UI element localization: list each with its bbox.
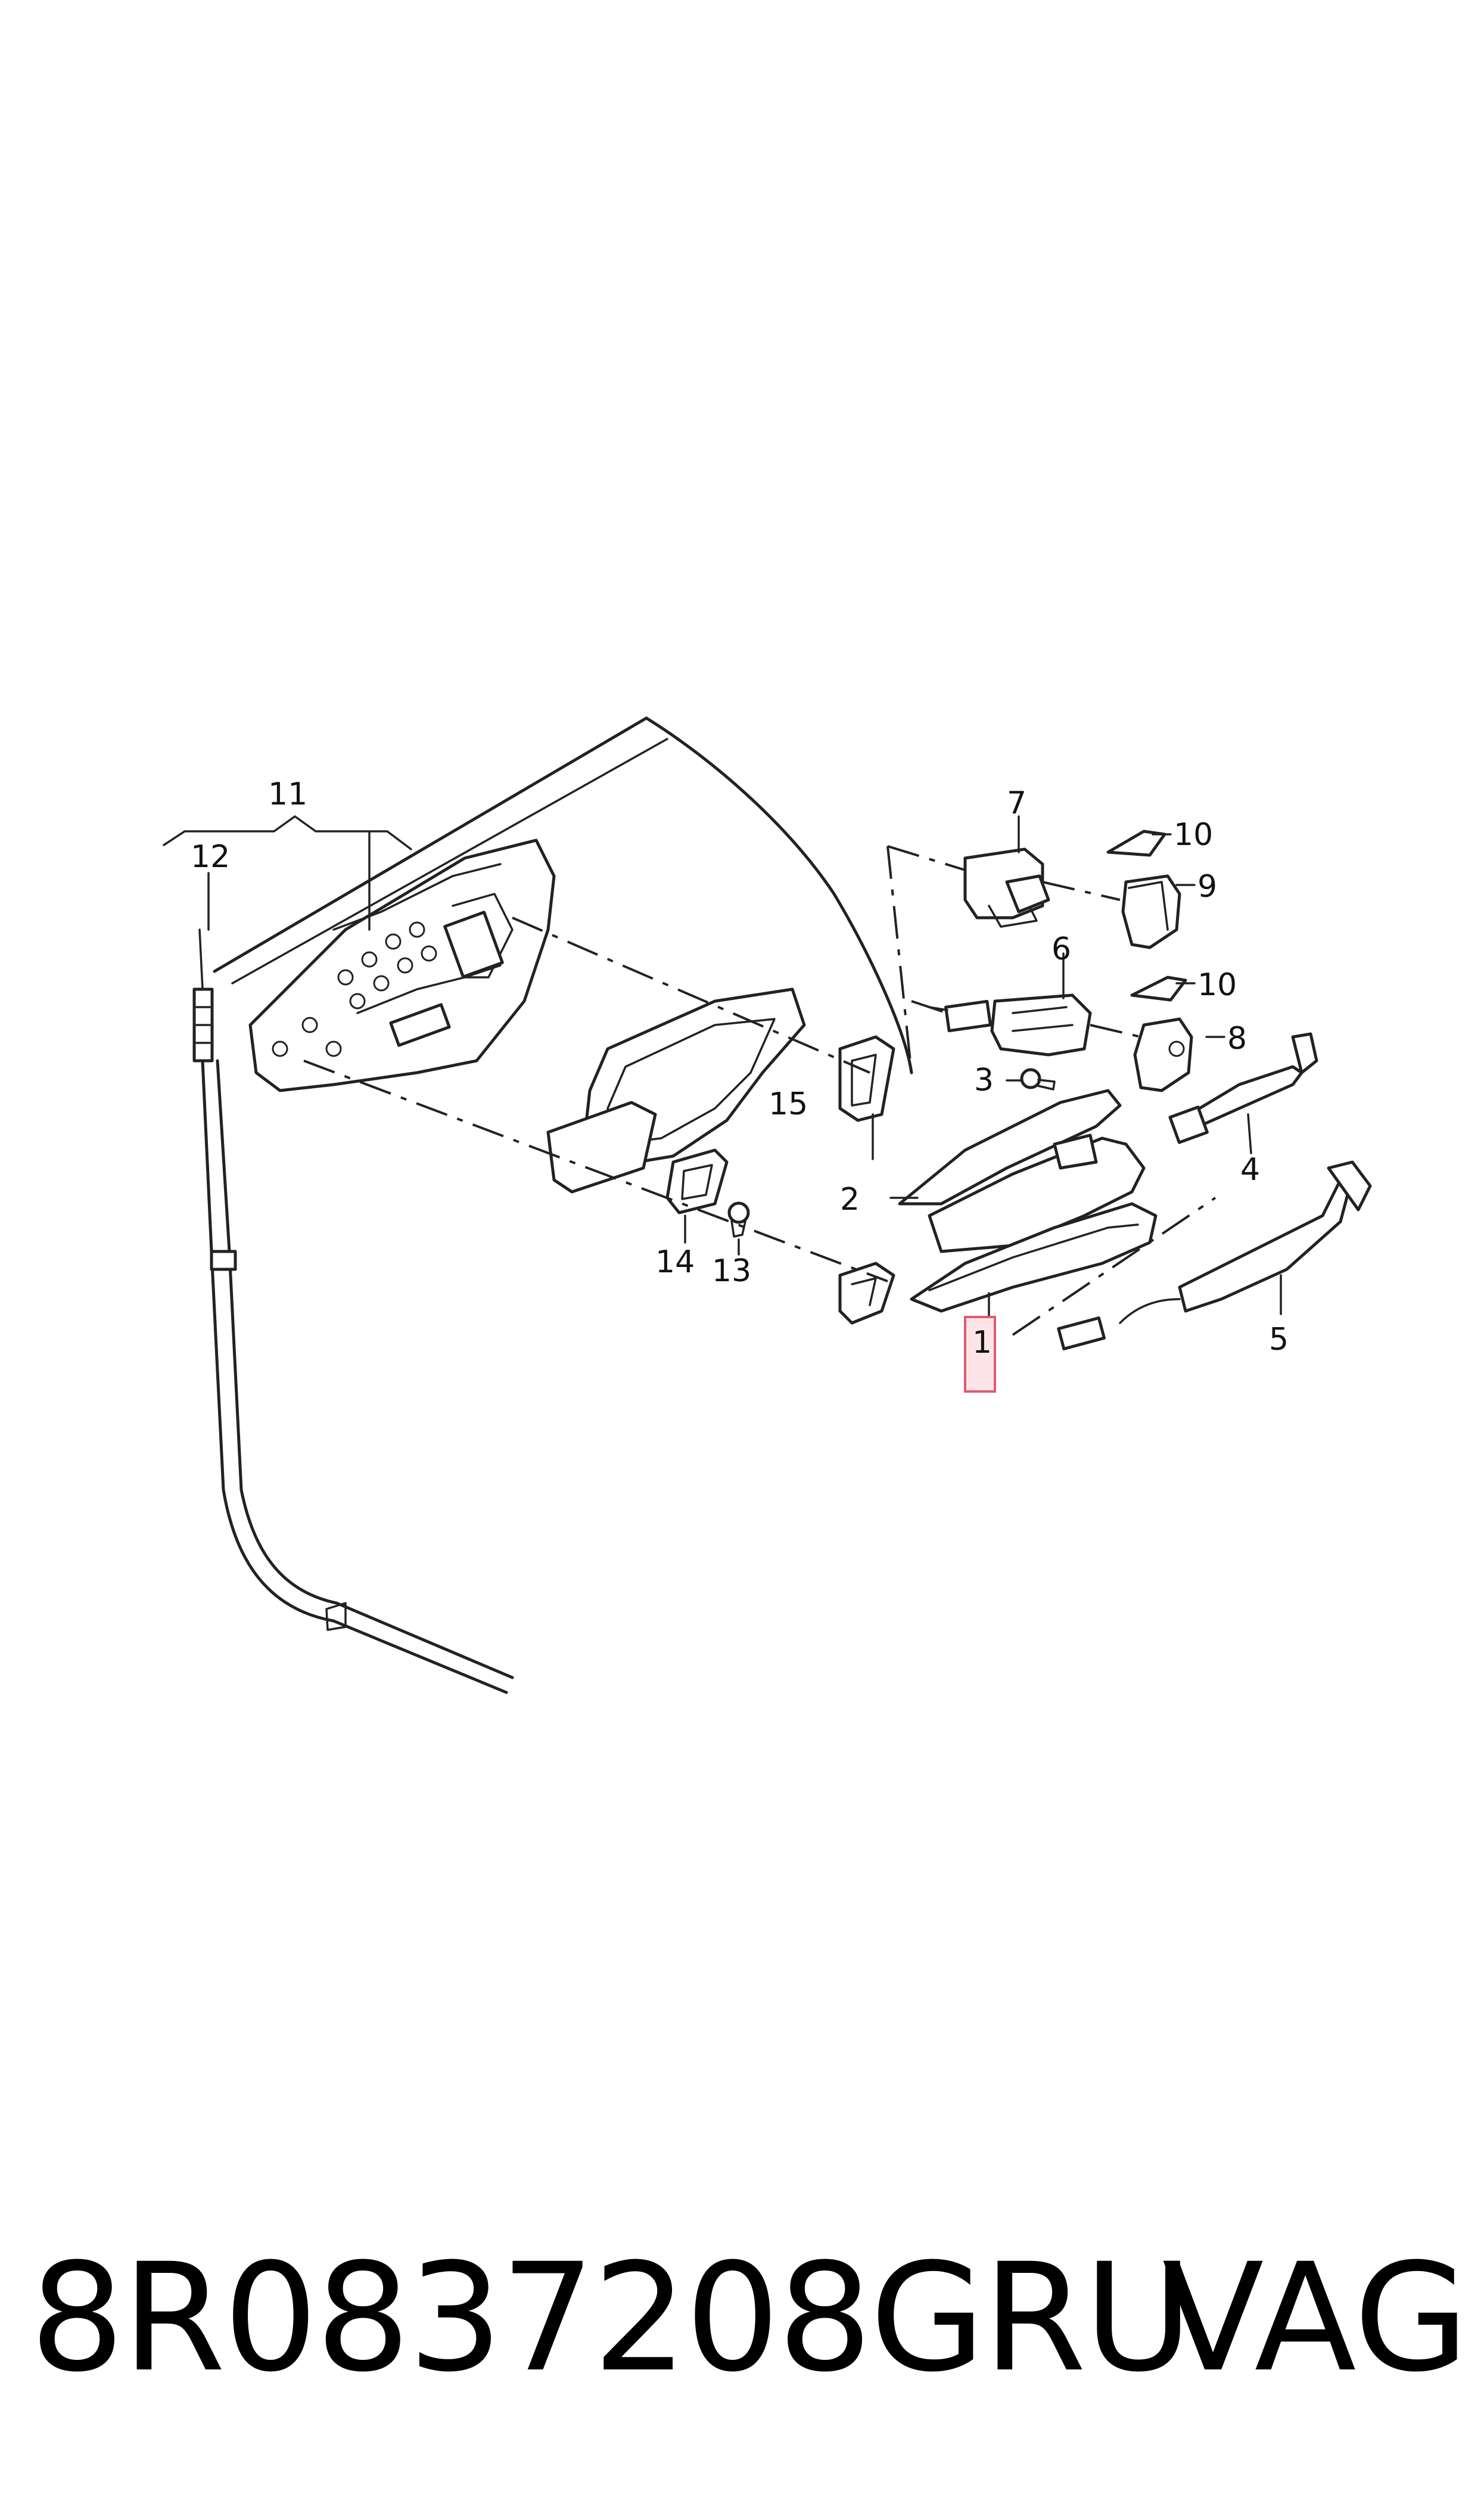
part-14-gasket: [665, 1148, 729, 1215]
callout-6[interactable]: 6: [1051, 931, 1071, 967]
assembly-lines: [303, 845, 1217, 1336]
part-4-sensor: [1168, 1032, 1318, 1144]
part-7-lock-housing: [963, 847, 1050, 928]
callout-7[interactable]: 7: [1007, 785, 1026, 821]
callout-14[interactable]: 14: [655, 1244, 695, 1280]
callout-3[interactable]: 3: [974, 1063, 994, 1098]
callout-2[interactable]: 2: [840, 1182, 860, 1217]
callout-11[interactable]: 11: [268, 776, 307, 812]
footer: 8R0837208GRU VAG: [0, 2241, 1484, 2396]
handle-recess-bezel: [546, 987, 806, 1194]
callout-9[interactable]: 9: [1197, 869, 1217, 905]
part-10-seal-lower: [1130, 976, 1187, 1002]
callout-15[interactable]: 15: [769, 1086, 808, 1122]
brand-label: VAG: [1162, 2231, 1469, 2405]
door-panel: [213, 716, 913, 1074]
part-6-lock-cylinder: [928, 993, 1092, 1057]
part-3-screw: [1020, 1068, 1056, 1091]
callout-10-upper[interactable]: 10: [1174, 817, 1213, 853]
leader-lines: [163, 815, 1282, 1330]
part-2-handle-cover: [898, 1089, 1146, 1253]
part-number: 8R0837208GRU: [30, 2231, 1193, 2405]
callout-12[interactable]: 12: [191, 839, 230, 875]
part-15-gasket: [838, 1035, 895, 1122]
callout-1[interactable]: 1: [972, 1325, 992, 1361]
part-13-screw: [727, 1201, 750, 1238]
part-8-cap: [1133, 1017, 1193, 1092]
part-9-cap: [1121, 874, 1181, 949]
callout-5[interactable]: 5: [1269, 1322, 1289, 1358]
callout-4[interactable]: 4: [1240, 1152, 1260, 1188]
part-5-grip: [1057, 1160, 1372, 1350]
callout-10-lower[interactable]: 10: [1197, 967, 1237, 1003]
callout-8[interactable]: 8: [1227, 1021, 1247, 1057]
part-11-handle-carrier: [248, 838, 556, 1092]
callout-1-highlight: [964, 1316, 996, 1393]
callout-13[interactable]: 13: [712, 1253, 751, 1289]
part-12-bowden-cable: [192, 928, 514, 1694]
